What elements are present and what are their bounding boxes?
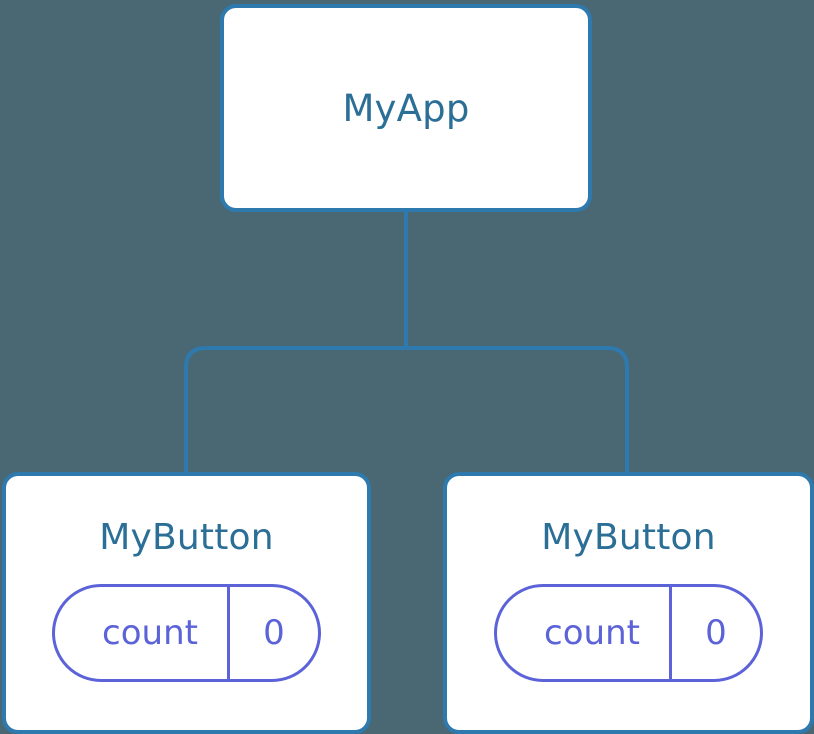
- node-mybutton-right[interactable]: MyButton count 0: [443, 472, 814, 734]
- state-pill-count[interactable]: count 0: [52, 584, 321, 682]
- node-myapp[interactable]: MyApp: [220, 4, 592, 212]
- node-title: MyButton: [541, 517, 716, 558]
- node-title: MyButton: [99, 517, 274, 558]
- node-mybutton-left[interactable]: MyButton count 0: [2, 472, 371, 734]
- state-pill-value: 0: [227, 587, 318, 679]
- state-pill-value: 0: [669, 587, 760, 679]
- connector-child-bus: [184, 346, 629, 472]
- state-pill-key: count: [544, 613, 640, 653]
- state-pill-key: count: [102, 613, 198, 653]
- node-title: MyApp: [342, 86, 470, 130]
- state-pill-count[interactable]: count 0: [494, 584, 763, 682]
